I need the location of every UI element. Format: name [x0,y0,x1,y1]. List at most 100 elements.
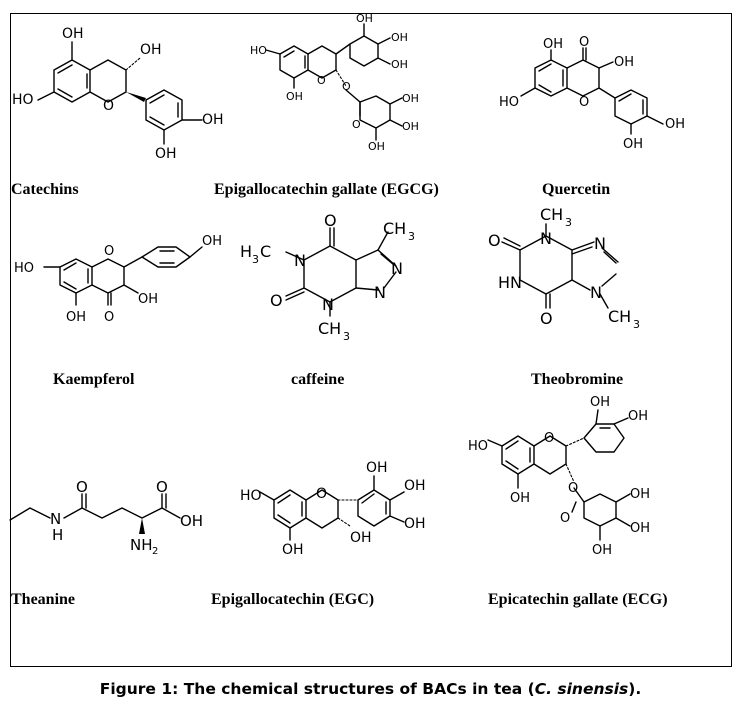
egcg-oh-b3: OH [391,58,408,71]
caffeine-ch3-top-sub: 3 [408,230,415,243]
ecg-oh-b1: OH [590,395,610,410]
compound-name: Kaempferol [53,371,135,388]
structure-egcg: HO O OH OH OH OH O O OH OH OH [250,10,440,160]
quercetin-ho: HO [499,95,519,110]
theanine-nh2: NH [130,536,153,554]
egcg-o-ester: O [342,80,351,93]
caption-species: C. sinensis [534,680,629,698]
structure-quercetin: OH O OH HO O OH OH [495,35,705,156]
theobromine-o-bot: O [540,309,553,328]
compound-name: Catechins [11,181,79,198]
ecg-o: O [544,431,554,446]
catechins-oh-c3: OH [140,42,162,58]
quercetin-oh-3: OH [614,55,634,70]
kaempferol-oh-top: OH [202,234,222,249]
structure-caffeine: CH 3 H 3 C N N N N O O CH 3 [238,210,438,343]
catechins-oh-r1: OH [202,112,224,128]
caffeine-h3c-sub: 3 [252,253,259,266]
egc-o: O [316,486,327,502]
structure-catechins: OH OH HO O OH OH [10,20,240,162]
egc-oh-3: OH [350,530,372,546]
compound-name: Theobromine [531,371,624,388]
egcg-oh-b1: OH [356,12,373,25]
theanine-n-h: H [52,526,63,544]
compound-name: Epigallocatechin (EGC) [211,591,375,608]
ecg-oh-g1: OH [630,487,650,502]
ecg-oh-a: OH [510,491,530,506]
egcg-o-carbonyl: O [352,118,361,131]
compound-name: Quercetin [542,181,611,198]
caption-suffix: ). [628,680,642,698]
structure-kaempferol: OH HO O OH O OH [10,225,230,335]
caffeine-o-top: O [324,211,337,230]
egcg-oh-b2: OH [391,31,408,44]
theanine-nh2-sub: 2 [152,546,158,557]
structure-ecg: OH OH HO O OH O O OH OH OH [468,394,698,559]
compound-name: Epicatechin gallate (ECG) [488,591,668,608]
caption-prefix: Figure 1: The chemical structures of BAC… [99,680,535,698]
egcg-ho: HO [250,44,267,57]
egcg-oh-g3: OH [368,140,385,153]
egc-ho: HO [240,488,262,504]
kaempferol-oh-3: OH [138,292,158,307]
catechins-o: O [103,98,114,114]
compound-name: caffeine [291,371,345,388]
theobromine-n7: N [590,283,602,302]
catechins-oh-top: OH [62,26,84,42]
structure-theobromine: CH 3 N N O HN N O CH 3 [480,200,680,340]
kaempferol-oh-5: OH [66,310,86,325]
caffeine-n1: N [294,251,306,270]
caffeine-n9: N [391,259,403,278]
ecg-oh-g3: OH [592,543,612,558]
theanine-o-amide: O [76,478,88,496]
ecg-oh-g2: OH [630,521,650,536]
egc-oh-b1: OH [366,460,388,476]
egcg-oh-g2: OH [402,120,419,133]
theobromine-ch3-top-sub: 3 [565,216,572,229]
kaempferol-o-keto: O [104,310,114,325]
egc-oh-b2: OH [404,478,426,494]
quercetin-oh-top: OH [543,37,563,52]
egcg-oh-a: OH [286,90,303,103]
kaempferol-ho: HO [14,261,34,276]
theobromine-n9: N [594,234,606,253]
theobromine-o-top: O [488,231,501,250]
catechins-oh-r2: OH [155,146,177,162]
figure-caption: Figure 1: The chemical structures of BAC… [0,680,741,698]
ecg-o-carbonyl: O [560,511,570,526]
theobromine-n3: N [540,229,552,248]
theanine-oh: OH [180,512,203,530]
quercetin-oh-r1: OH [665,117,685,132]
caffeine-n7: N [374,283,386,302]
catechins-ho: HO [12,92,34,108]
egc-oh-a: OH [282,542,304,558]
quercetin-oh-r2: OH [623,137,643,152]
ecg-oh-b2: OH [628,409,648,424]
structure-theanine: N H O O OH NH 2 [9,478,230,558]
caffeine-ch3-bot-sub: 3 [343,330,350,343]
theanine-n: N [50,510,61,528]
structure-egc: OH OH HO O OH OH OH [240,448,460,573]
caffeine-o-left: O [270,291,283,310]
theobromine-ch3-bot-sub: 3 [633,318,640,331]
ecg-ho: HO [468,439,488,454]
egcg-o: O [317,74,326,87]
theobromine-ch3-top: CH [540,205,563,224]
caffeine-h3c-h: H [240,242,252,261]
caffeine-ch3-bot: CH [318,319,341,338]
theanine-o-acid: O [156,478,168,496]
theobromine-ch3-bot: CH [608,307,631,326]
compound-name: Theanine [11,591,76,608]
ecg-o-ester: O [568,481,578,496]
egc-oh-b3: OH [404,516,426,532]
figure-frame [10,13,732,667]
compound-name: Epigallocatechin gallate (EGCG) [214,181,439,198]
caffeine-h3c-c: C [260,242,271,261]
quercetin-o-keto: O [579,35,589,50]
egcg-oh-g1: OH [402,92,419,105]
theobromine-hn: HN [498,273,522,292]
kaempferol-o: O [104,244,114,259]
quercetin-o: O [579,95,589,110]
caffeine-ch3-top: CH [383,219,406,238]
caffeine-n3: N [322,295,334,314]
